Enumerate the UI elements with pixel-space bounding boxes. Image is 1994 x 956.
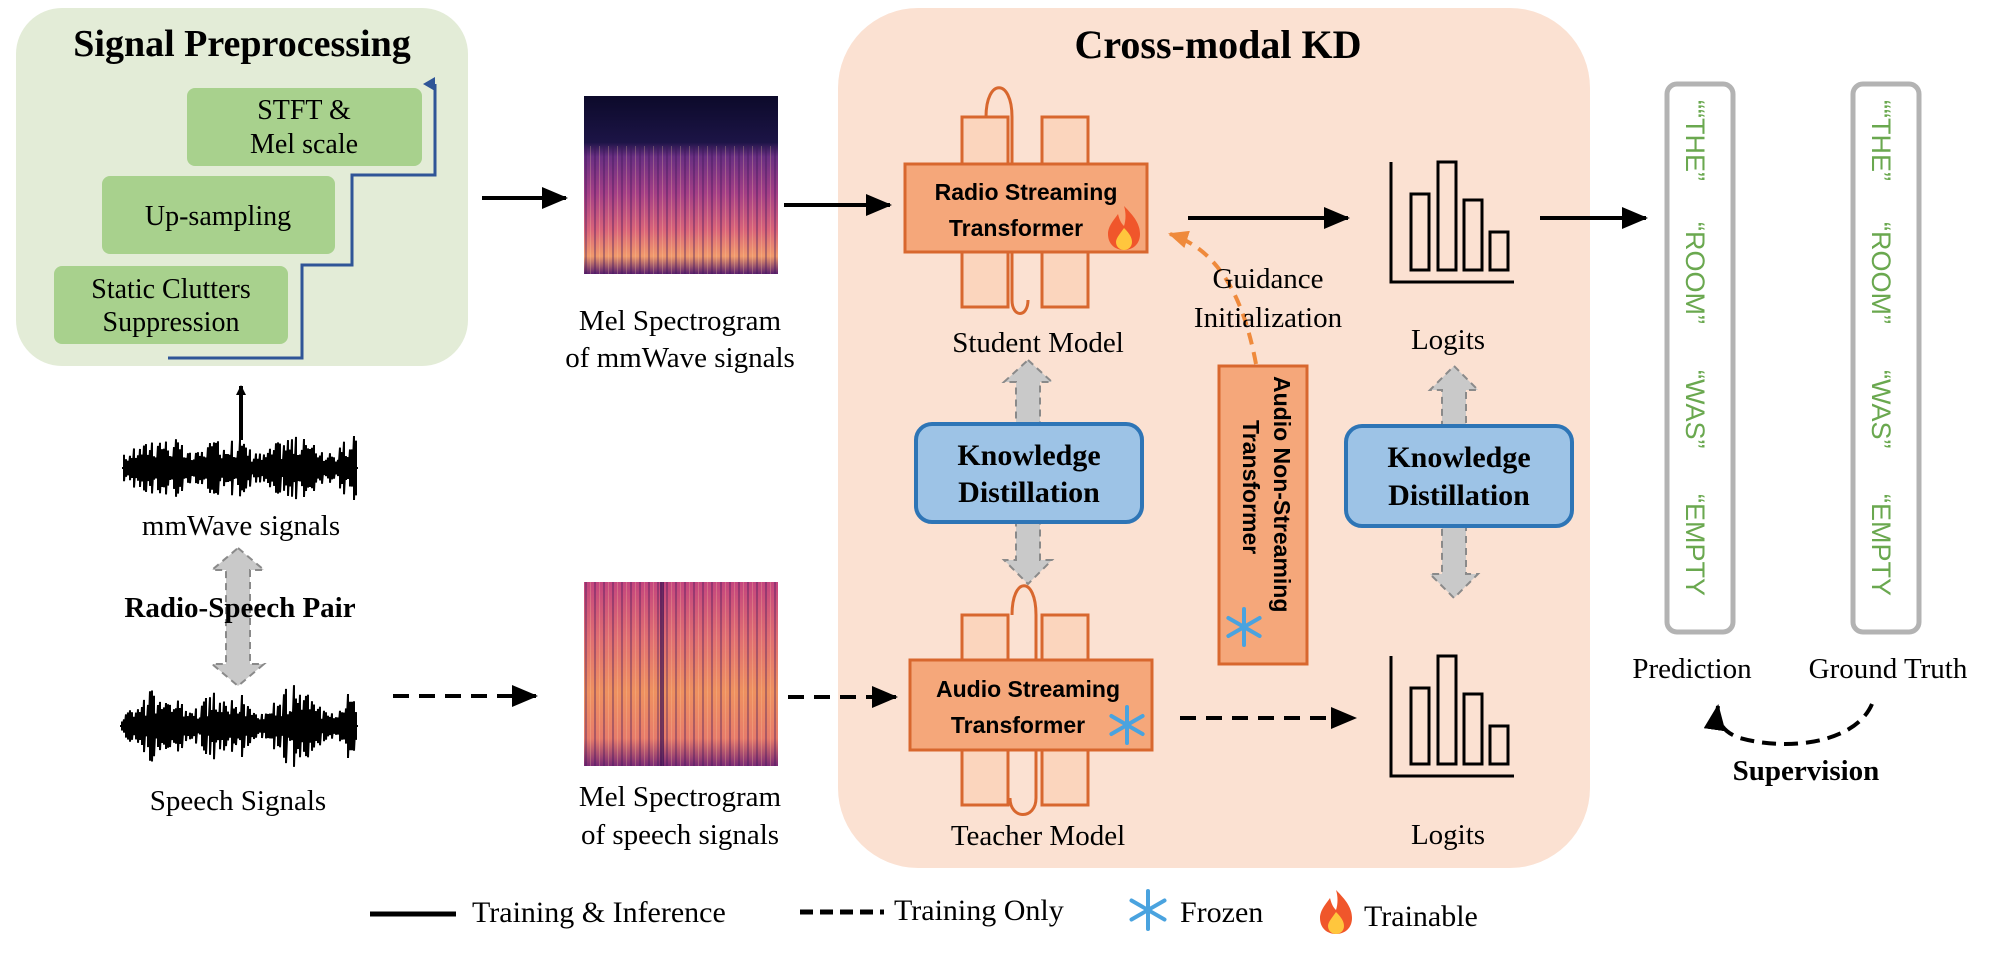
non-streaming-label-2: Transformer — [1238, 420, 1264, 554]
knowledge-distillation-left-label-1: Knowledge — [957, 439, 1100, 472]
mmwave-spectrogram-label-2: of mmWave signals — [565, 342, 795, 374]
speech-spectrogram-label-2: of speech signals — [581, 819, 779, 851]
ground-truth-word: “ROOM” — [1866, 222, 1896, 324]
legend: Training & Inference Training Only Froze… — [370, 889, 1478, 934]
preprocessing-panel: Signal Preprocessing STFT & Mel scale Up… — [16, 8, 468, 366]
knowledge-distillation-right-label-1: Knowledge — [1387, 441, 1530, 474]
snowflake-icon — [1129, 889, 1167, 931]
logits-top-label: Logits — [1411, 324, 1485, 356]
prediction-words: ““THE” “ROOM” “WAS” “EMPTY — [1680, 100, 1710, 596]
legend-dashed-label: Training Only — [894, 894, 1064, 927]
supervision-label: Supervision — [1733, 755, 1880, 787]
teacher-block-label-2: Transformer — [951, 712, 1085, 738]
guidance-label: Guidance — [1212, 263, 1323, 295]
student-model-label: Student Model — [952, 327, 1124, 359]
prediction-word: “EMPTY — [1680, 494, 1710, 596]
mmwave-signals-label: mmWave signals — [142, 510, 340, 542]
ground-truth-label: Ground Truth — [1809, 653, 1968, 685]
prediction-box — [1664, 81, 1736, 635]
snowflake-icon — [1226, 607, 1262, 647]
knowledge-distillation-left-box — [914, 422, 1144, 524]
flame-icon — [1108, 206, 1140, 250]
speech-waveform — [120, 685, 358, 767]
ground-truth-word: ““THE” — [1866, 100, 1896, 181]
prediction-word: “WAS” — [1680, 370, 1710, 448]
guidance-initialization-arrow — [1168, 230, 1258, 365]
student-block-label-1: Radio Streaming — [935, 179, 1118, 205]
stft-step-box — [187, 88, 422, 166]
legend-solid-label: Training & Inference — [472, 896, 726, 929]
mmwave-waveform — [122, 435, 358, 501]
supervision-arrow — [1703, 703, 1874, 746]
ground-truth-words: ““THE” “ROOM” “WAS” “EMPTY — [1866, 100, 1896, 596]
mmwave-spectrogram-image — [584, 96, 778, 274]
snowflake-icon — [1109, 705, 1145, 745]
logits-bottom-chart — [1389, 654, 1514, 778]
prediction-label: Prediction — [1632, 653, 1752, 685]
legend-trainable-label: Trainable — [1364, 900, 1478, 933]
teacher-model-label: Teacher Model — [951, 820, 1125, 852]
audio-non-streaming-transformer: Audio Non-Streaming Transformer — [1217, 364, 1309, 666]
radio-streaming-transformer: Radio Streaming Transformer — [903, 86, 1149, 315]
non-streaming-label-1: Audio Non-Streaming — [1269, 376, 1295, 612]
knowledge-distillation-right-box — [1344, 424, 1574, 528]
student-block-label-2: Transformer — [949, 215, 1083, 241]
ground-truth-word: “WAS” — [1866, 370, 1896, 448]
initialization-label: Initialization — [1194, 302, 1343, 334]
kd-title: Cross-modal KD — [1074, 22, 1361, 67]
prediction-word: ““THE” — [1680, 100, 1710, 181]
speech-spectrogram-image — [584, 582, 778, 766]
upsampling-step-label: Up-sampling — [145, 201, 291, 232]
audio-streaming-transformer: Audio Streaming Transformer — [908, 584, 1154, 816]
flame-icon — [1320, 890, 1352, 934]
stft-step-label: STFT & — [257, 95, 351, 126]
mel-scale-label: Mel scale — [250, 129, 358, 160]
radio-speech-pair-label: Radio-Speech Pair — [124, 592, 355, 624]
preprocessing-title: Signal Preprocessing — [73, 23, 410, 65]
logits-top-chart — [1389, 160, 1514, 284]
mmwave-spectrogram-label-1: Mel Spectrogram — [579, 305, 782, 337]
clutter-step-label-1: Static Clutters — [91, 274, 250, 305]
knowledge-distillation-left-label-2: Distillation — [958, 476, 1100, 509]
clutter-step-box — [54, 266, 288, 344]
knowledge-distillation-right-label-2: Distillation — [1388, 479, 1530, 512]
clutter-step-label-2: Suppression — [103, 307, 240, 338]
prediction-word: “ROOM” — [1680, 222, 1710, 324]
legend-frozen-label: Frozen — [1180, 896, 1263, 929]
staircase-arrow — [168, 77, 437, 360]
ground-truth-box — [1850, 81, 1922, 635]
radio-speech-pair-arrow — [209, 546, 267, 688]
teacher-block-label-1: Audio Streaming — [936, 676, 1120, 702]
speech-signals-label: Speech Signals — [150, 785, 326, 817]
speech-spectrogram-label-1: Mel Spectrogram — [579, 781, 782, 813]
ground-truth-word: “EMPTY — [1866, 494, 1896, 596]
upsampling-step-box — [102, 176, 335, 254]
logits-bottom-label: Logits — [1411, 819, 1485, 851]
